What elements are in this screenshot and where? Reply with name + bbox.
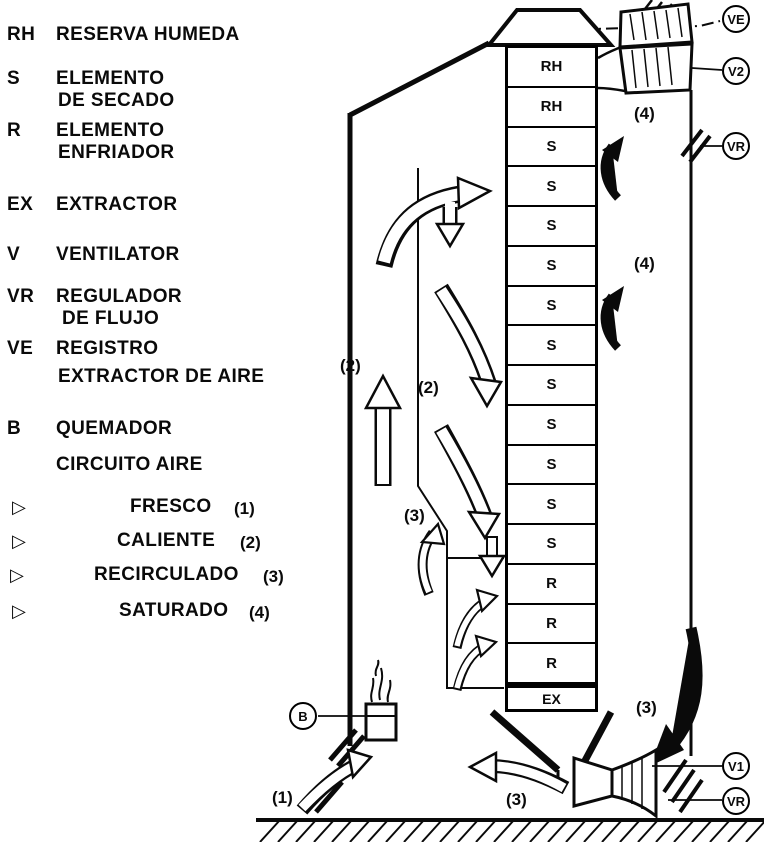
annotation-recirc-mid: (3) [404,506,425,525]
air-item-recirculado-num: (3) [263,567,284,586]
legend-text-vr-2: DE FLUJO [62,308,160,329]
annotation-saturated-top: (4) [634,104,655,123]
legend-abbr-ex: EX [7,194,34,215]
saturated-arrow-icon: ▷ [12,601,27,621]
legend-text-rh: RESERVA HUMEDA [56,24,240,45]
tower-cell: R [508,564,595,605]
hot-air-up-arrow [363,373,403,486]
hot-air-split-arrow [375,176,493,269]
recirc-outlet-arrow [467,750,570,795]
badge-b: B [289,702,317,730]
air-item-caliente-num: (2) [240,533,261,552]
badge-vr-bottom: VR [722,787,750,815]
legend-text-vr-1: REGULADOR [56,286,183,307]
air-item-fresco-num: (1) [234,499,255,518]
tower-cell: S [508,485,595,525]
tower-outline [347,8,626,746]
legend-text-s-2: DE SECADO [58,90,175,111]
annotation-fresh-bottom: (1) [272,788,293,807]
air-item-fresco: FRESCO [130,496,212,517]
legend-abbr-vr: VR [7,286,35,307]
annotation-recirc-bottom: (3) [506,790,527,809]
legend-abbr-v: V [7,244,21,265]
inner-walls [417,168,504,689]
legend-text-ex: EXTRACTOR [56,194,178,215]
legend-abbr-b: B [7,418,22,439]
saturated-air-arrows [600,136,703,766]
legend-text-r-2: ENFRIADOR [58,142,175,163]
annotation-saturated-mid: (4) [634,254,655,273]
legend-abbr-s: S [7,68,21,89]
legend-text-ve-2: EXTRACTOR DE AIRE [58,366,265,387]
legend-abbr-r: R [7,120,22,141]
tower-cell: S [508,286,595,327]
tower-cell: S [508,445,595,486]
tower-cell: RH [508,87,595,128]
badge-ve: VE [722,5,750,33]
legend-abbr-ve: VE [7,338,34,359]
fresh-air-arrow [296,748,374,815]
legend-text-r-1: ELEMENTO [56,120,165,141]
air-item-caliente: CALIENTE [117,530,216,551]
legend-text-s-1: ELEMENTO [56,68,165,89]
annotation-hot-left: (2) [340,356,361,375]
hot-arrow-icon: ▷ [12,531,27,551]
tower-cell: S [508,167,595,207]
tower-cell: S [508,207,595,247]
air-item-saturado-num: (4) [249,603,270,622]
tower-cell: S [508,525,595,565]
tower-cell: S [508,127,595,168]
tower-cell: S [508,366,595,406]
air-item-saturado: SATURADO [119,600,229,621]
legend-text-v: VENTILATOR [56,244,180,265]
ground-hatch [256,818,764,842]
tower-cell: R [508,644,595,682]
air-circuit-title: CIRCUITO AIRE [56,454,203,475]
burner [364,659,398,742]
tower-cell: S [508,246,595,287]
extractor-cell: EX [505,685,598,712]
roof-extractor-fan [618,2,694,95]
legend-text-ve-1: REGISTRO [56,338,159,359]
recirculated-air-arrows [417,521,500,692]
dryer-column: RH RH S S S S S S S S S S S R R R [505,45,598,685]
recirc-arrow-icon: ▷ [10,565,25,585]
fresh-arrow-icon: ▷ [12,497,27,517]
tower-cell: RH [508,48,595,88]
annotation-hot-mid: (2) [418,378,439,397]
main-fan [572,747,704,820]
annotation-recirc-right: (3) [636,698,657,717]
badge-v1: V1 [722,752,750,780]
tower-cell: S [508,326,595,366]
hot-air-curved-arrows [434,283,507,579]
air-item-recirculado: RECIRCULADO [94,564,239,585]
badge-connectors [318,67,723,801]
tower-cell: S [508,405,595,446]
badge-vr-top: VR [722,132,750,160]
legend-text-b: QUEMADOR [56,418,173,439]
tower-cell: R [508,604,595,645]
legend-abbr-rh: RH [7,24,36,45]
badge-v2: V2 [722,57,750,85]
